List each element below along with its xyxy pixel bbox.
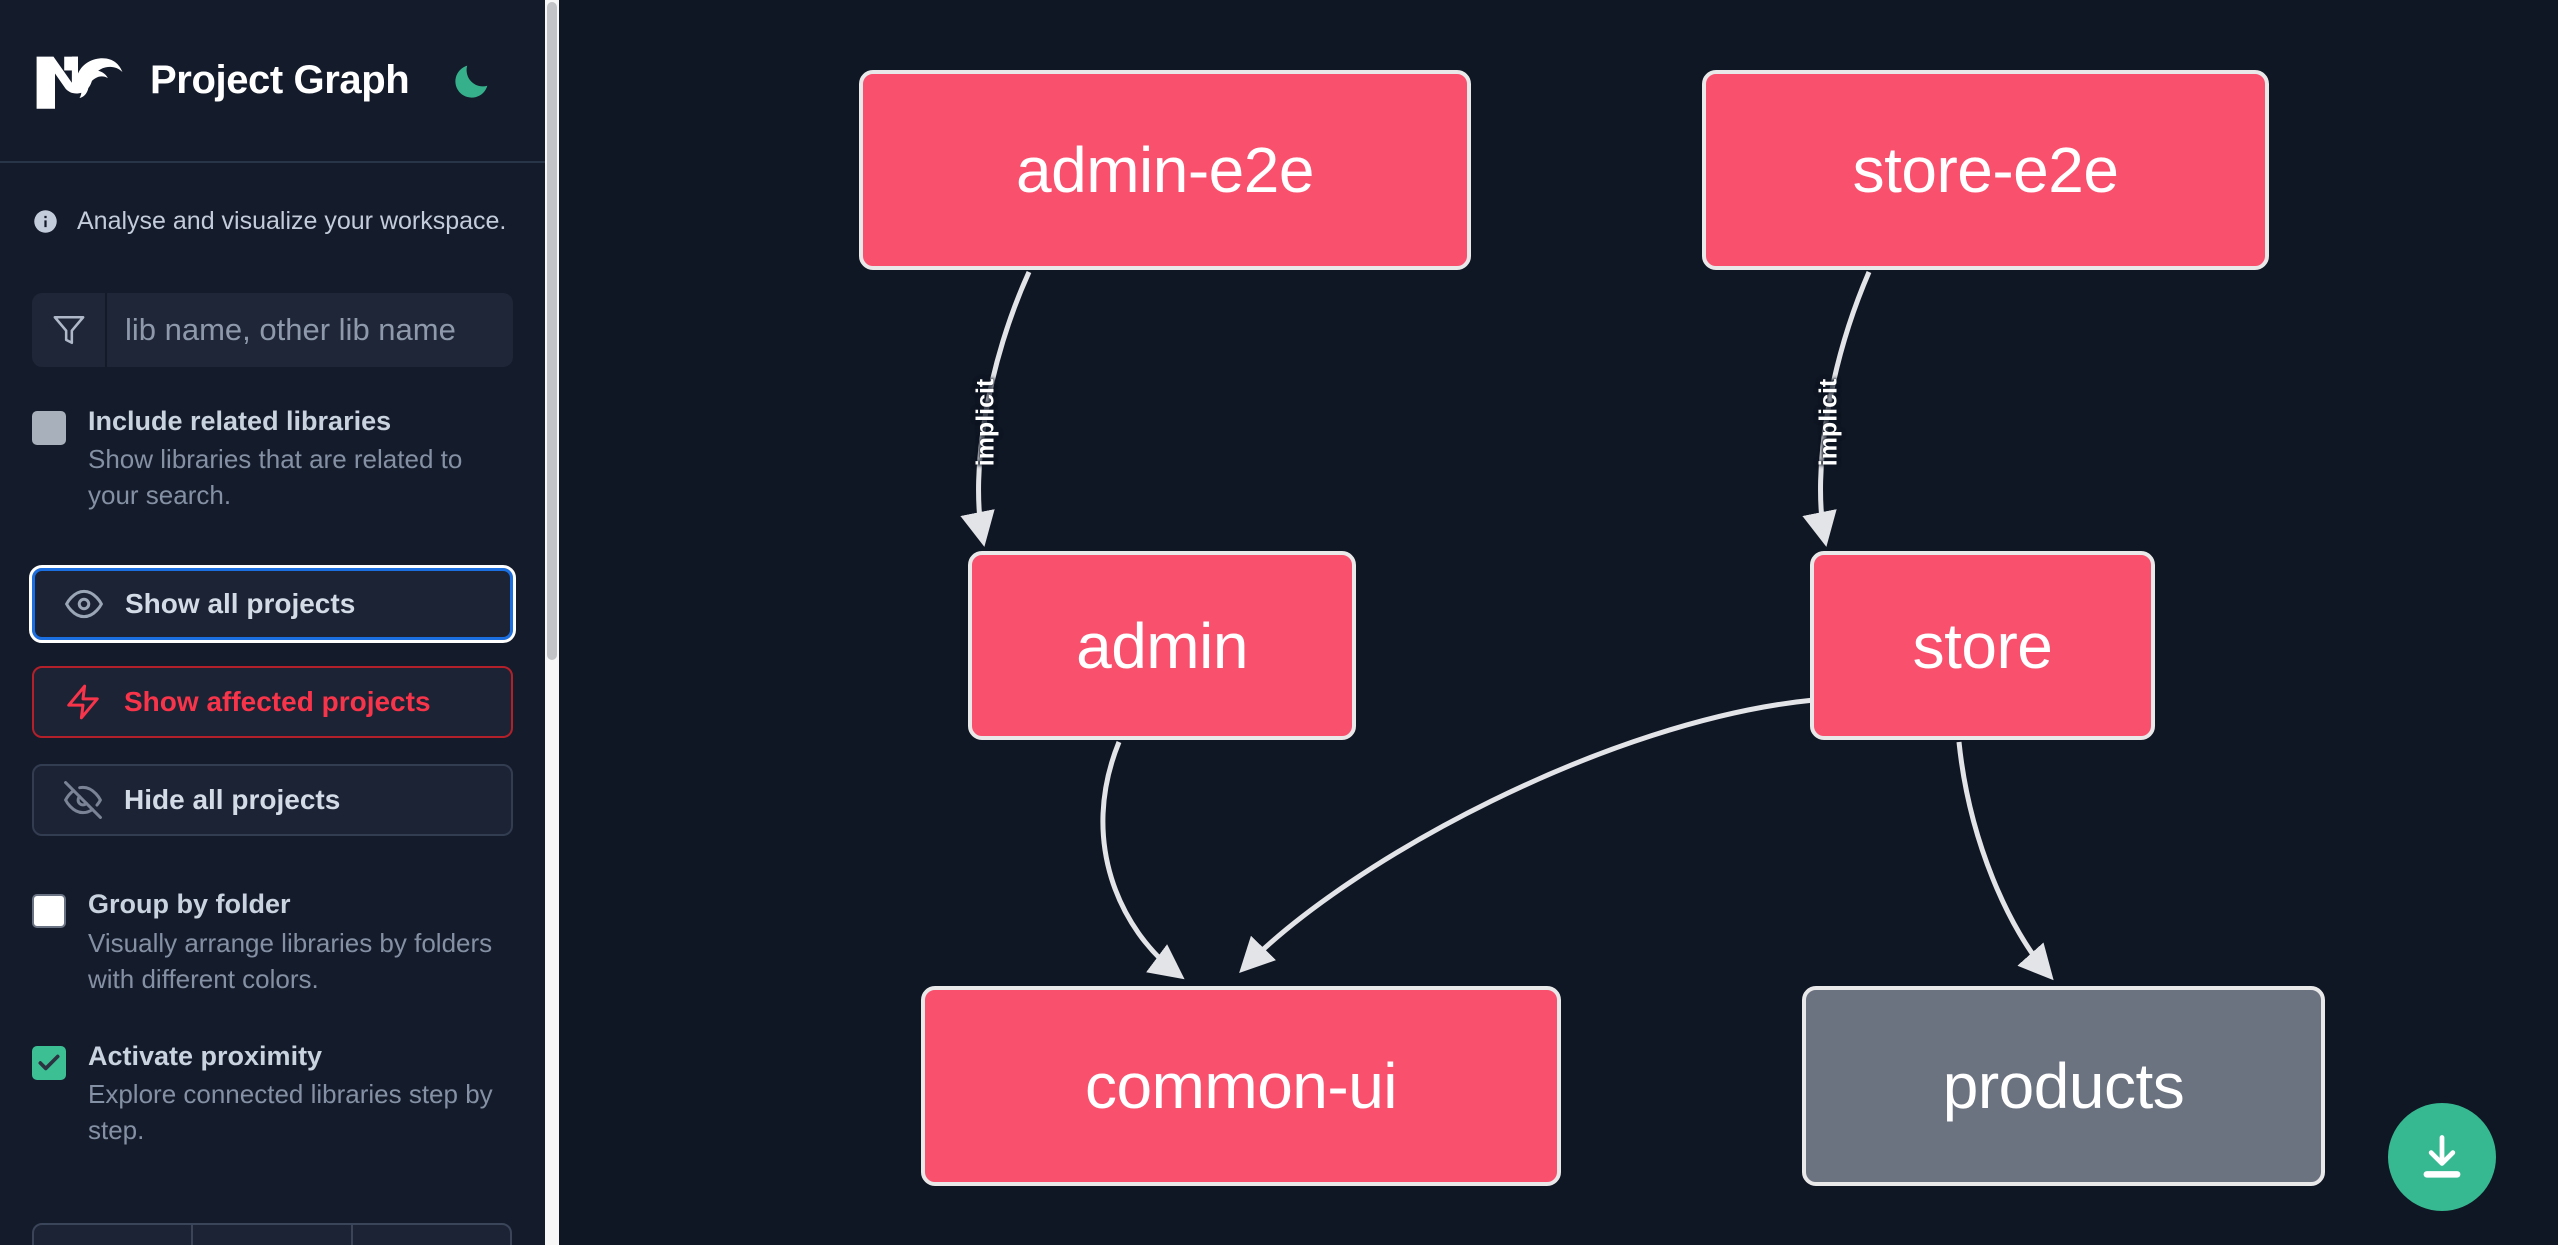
button-label: Hide all projects bbox=[124, 784, 341, 815]
graph-node-store-e2e[interactable]: store-e2e bbox=[1702, 70, 2269, 270]
segment-option[interactable] bbox=[193, 1225, 353, 1245]
search-field[interactable] bbox=[32, 292, 513, 367]
sidebar-scrollbar[interactable] bbox=[545, 0, 559, 1245]
moon-icon[interactable] bbox=[449, 58, 495, 104]
graph-node-store[interactable]: store bbox=[1810, 551, 2155, 740]
show-all-projects-button[interactable]: Show all projects bbox=[29, 565, 516, 643]
download-graph-button[interactable] bbox=[2388, 1103, 2496, 1211]
search-input[interactable] bbox=[107, 292, 513, 367]
check-icon bbox=[38, 1054, 60, 1070]
edge-store-common-ui bbox=[1239, 697, 1815, 974]
edge-store-products bbox=[1956, 741, 2054, 981]
option-description: Show libraries that are related to your … bbox=[88, 444, 463, 511]
info-icon bbox=[32, 208, 59, 235]
graph-node-admin-e2e[interactable]: admin-e2e bbox=[859, 70, 1471, 270]
graph-node-common-ui[interactable]: common-ui bbox=[921, 986, 1561, 1186]
node-label: common-ui bbox=[1084, 1050, 1398, 1122]
option-description: Visually arrange libraries by folders wi… bbox=[88, 927, 493, 994]
activate-proximity-checkbox[interactable] bbox=[32, 1045, 66, 1080]
segment-option[interactable] bbox=[353, 1225, 510, 1245]
button-label: Show all projects bbox=[125, 588, 356, 619]
node-label: store-e2e bbox=[1852, 134, 2119, 206]
edge-paths bbox=[960, 270, 2054, 981]
graph-edges bbox=[960, 270, 2054, 981]
hide-all-projects-button[interactable]: Hide all projects bbox=[32, 764, 513, 836]
group-by-folder-checkbox[interactable] bbox=[32, 894, 66, 928]
eye-off-icon bbox=[64, 781, 102, 819]
graph-action-buttons: Show all projects Show affected projects bbox=[29, 565, 516, 836]
analyse-note-text: Analyse and visualize your workspace. bbox=[77, 207, 507, 235]
node-label: store bbox=[1912, 609, 2053, 682]
proximity-segmented-control[interactable] bbox=[32, 1223, 512, 1245]
eye-icon bbox=[65, 589, 103, 619]
option-label: Group by folder bbox=[88, 889, 291, 919]
node-label: admin-e2e bbox=[1016, 134, 1314, 206]
option-label: Activate proximity bbox=[88, 1040, 323, 1071]
page-title: Project Graph bbox=[150, 58, 410, 102]
node-label: admin bbox=[1076, 609, 1248, 682]
option-label: Include related libraries bbox=[88, 405, 392, 436]
option-include-related-libraries[interactable]: Include related libraries Show libraries… bbox=[32, 405, 513, 515]
node-label: products bbox=[1942, 1050, 2185, 1122]
analyse-note: Analyse and visualize your workspace. bbox=[32, 163, 513, 238]
edge-admin-e2e-admin bbox=[960, 270, 1032, 547]
sidebar: Project Graph Analyse and visualize your… bbox=[0, 0, 559, 1245]
graph-node-products[interactable]: products bbox=[1802, 986, 2325, 1186]
graph-canvas[interactable]: admin-e2e store-e2e admin store common-u… bbox=[559, 0, 2558, 1245]
option-group-by-folder[interactable]: Group by folder Visually arrange librari… bbox=[32, 888, 513, 998]
download-icon bbox=[2423, 1135, 2461, 1178]
bolt-icon bbox=[67, 684, 99, 720]
show-affected-projects-button[interactable]: Show affected projects bbox=[32, 666, 513, 738]
include-related-libraries-checkbox[interactable] bbox=[32, 410, 66, 445]
sidebar-body: Analyse and visualize your workspace. In… bbox=[0, 163, 545, 1245]
graph-node-admin[interactable]: admin bbox=[968, 551, 1356, 740]
filter-funnel-icon bbox=[32, 292, 107, 367]
edge-admin-common-ui bbox=[1100, 741, 1185, 980]
option-description: Explore connected libraries step by step… bbox=[88, 1079, 493, 1146]
sidebar-header: Project Graph bbox=[0, 0, 545, 163]
segment-option[interactable] bbox=[34, 1225, 194, 1245]
sidebar-scrollbar-thumb[interactable] bbox=[547, 2, 557, 660]
edge-store-e2e-store bbox=[1802, 271, 1872, 547]
button-label: Show affected projects bbox=[124, 686, 431, 717]
nx-logo bbox=[32, 49, 124, 113]
option-activate-proximity[interactable]: Activate proximity Explore connected lib… bbox=[32, 1040, 513, 1150]
